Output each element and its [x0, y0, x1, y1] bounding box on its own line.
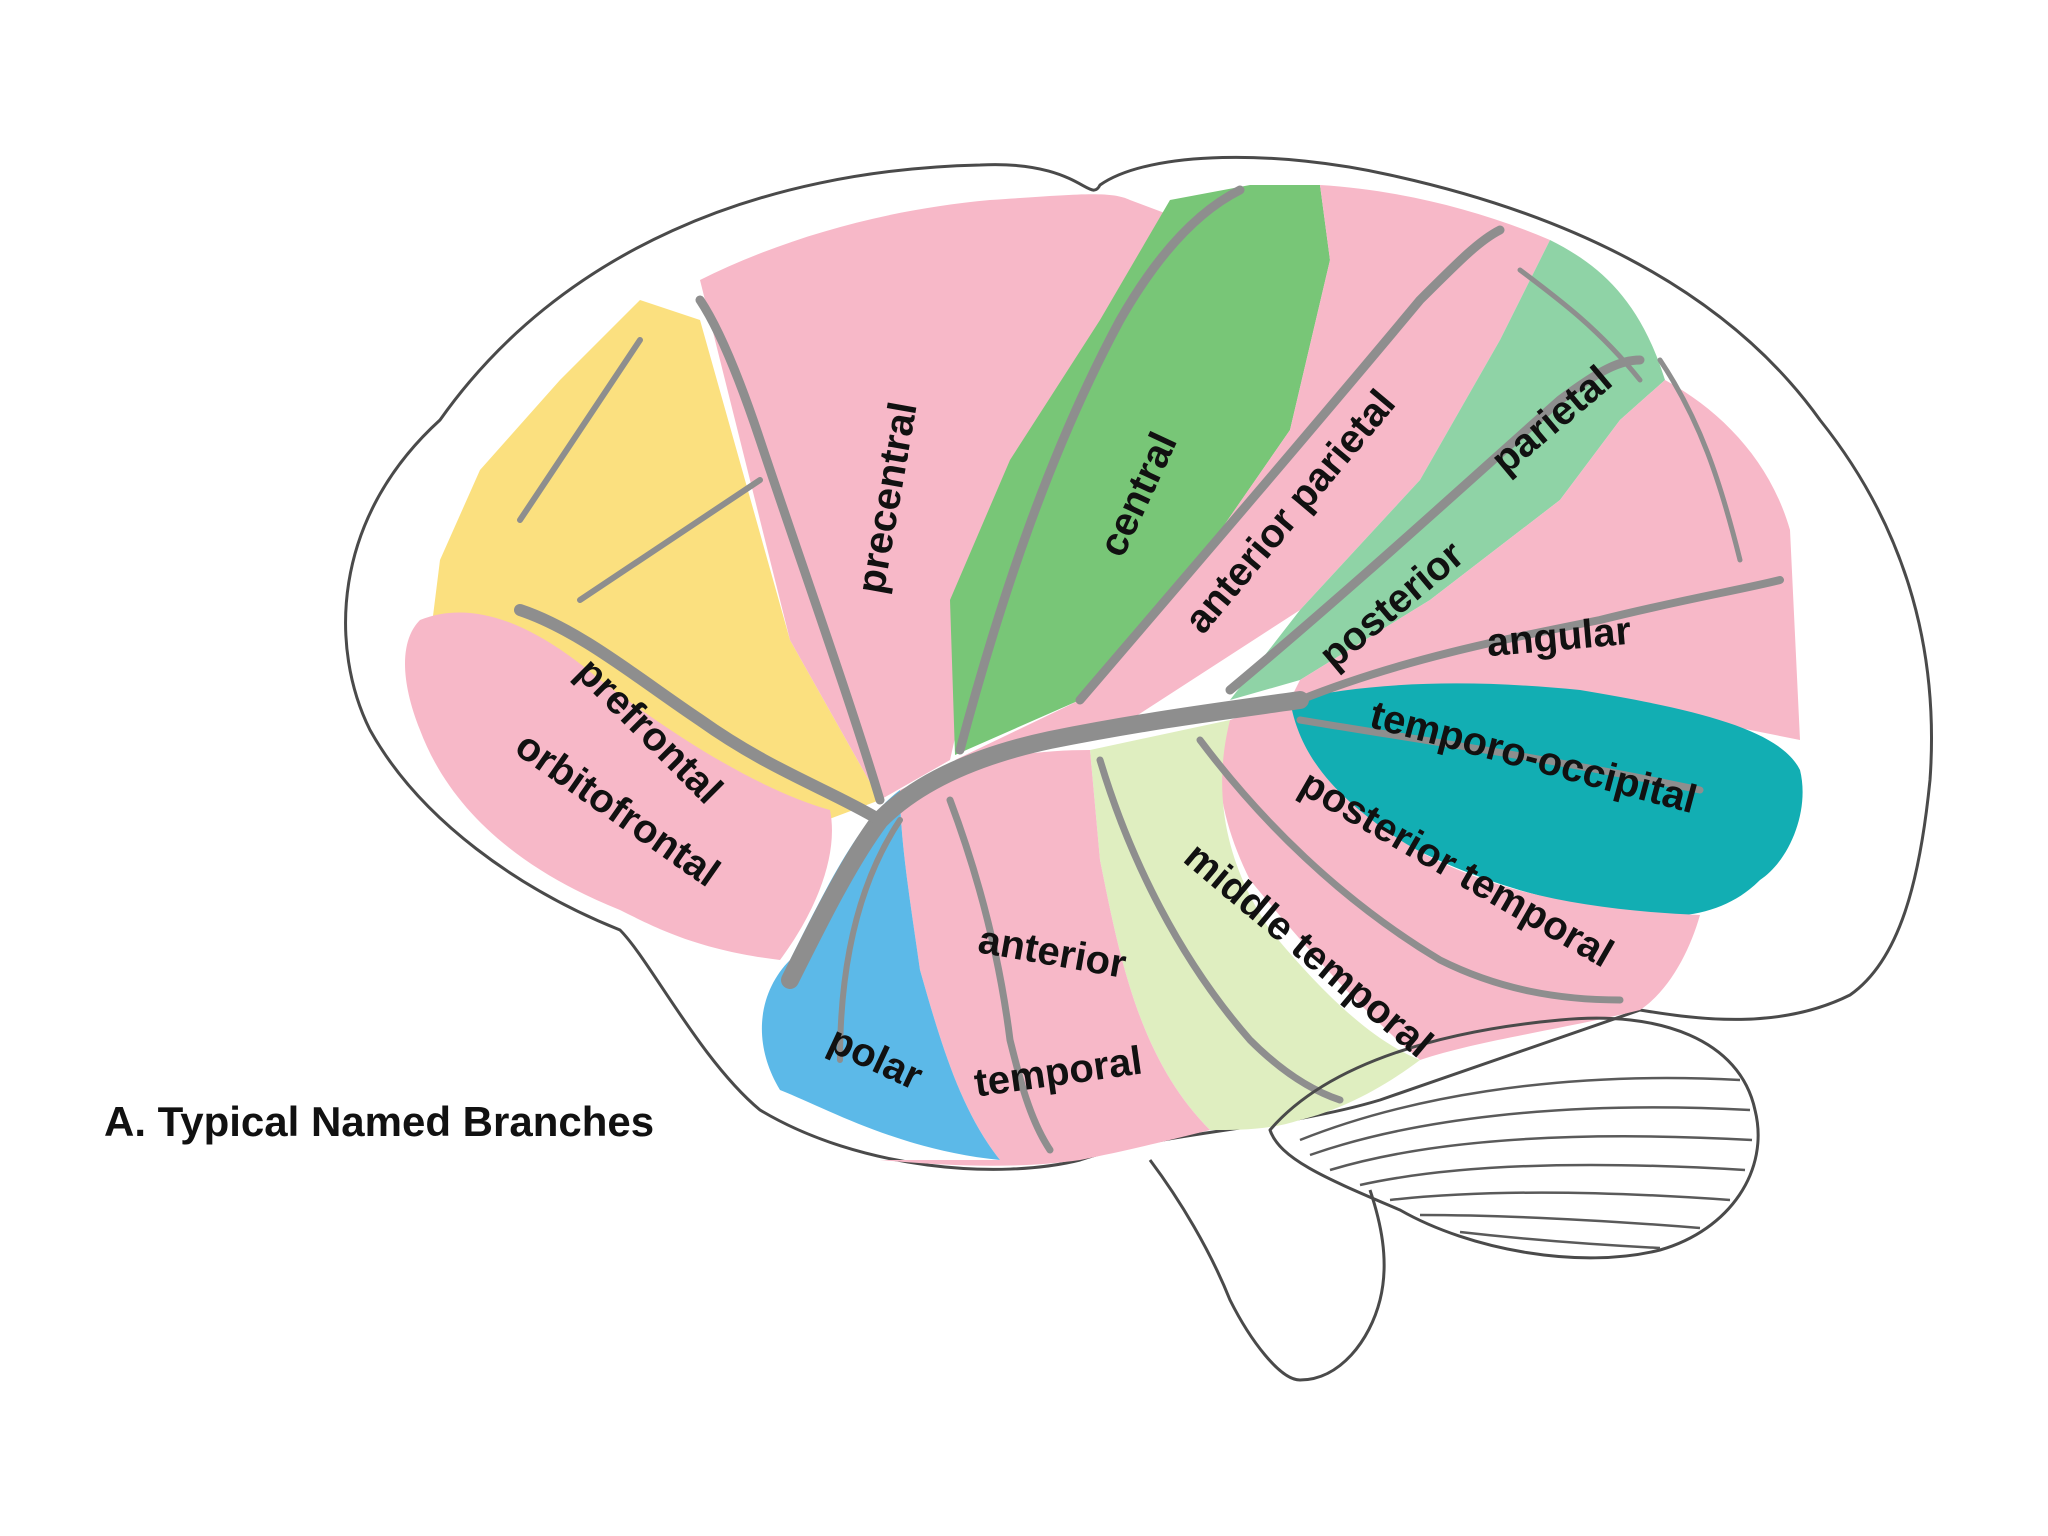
cerebellum: [1268, 1016, 1760, 1260]
region-polar: [761, 790, 1000, 1160]
region-middle-temporal: [1090, 720, 1420, 1130]
brainstem: [1148, 1159, 1386, 1382]
region-precentral: [700, 194, 1170, 800]
region-anterior-temporal: [880, 750, 1210, 1166]
region-orbitofrontal: [405, 612, 832, 960]
region-angular: [1290, 380, 1800, 740]
region-central: [950, 185, 1330, 755]
region-posterior-parietal: [1230, 240, 1665, 700]
figure-caption: A. Typical Named Branches: [104, 1098, 655, 1145]
region-posterior-temporal: [1219, 700, 1700, 1060]
brain-outline: [344, 155, 1934, 1171]
artery-network: [514, 185, 1784, 1154]
